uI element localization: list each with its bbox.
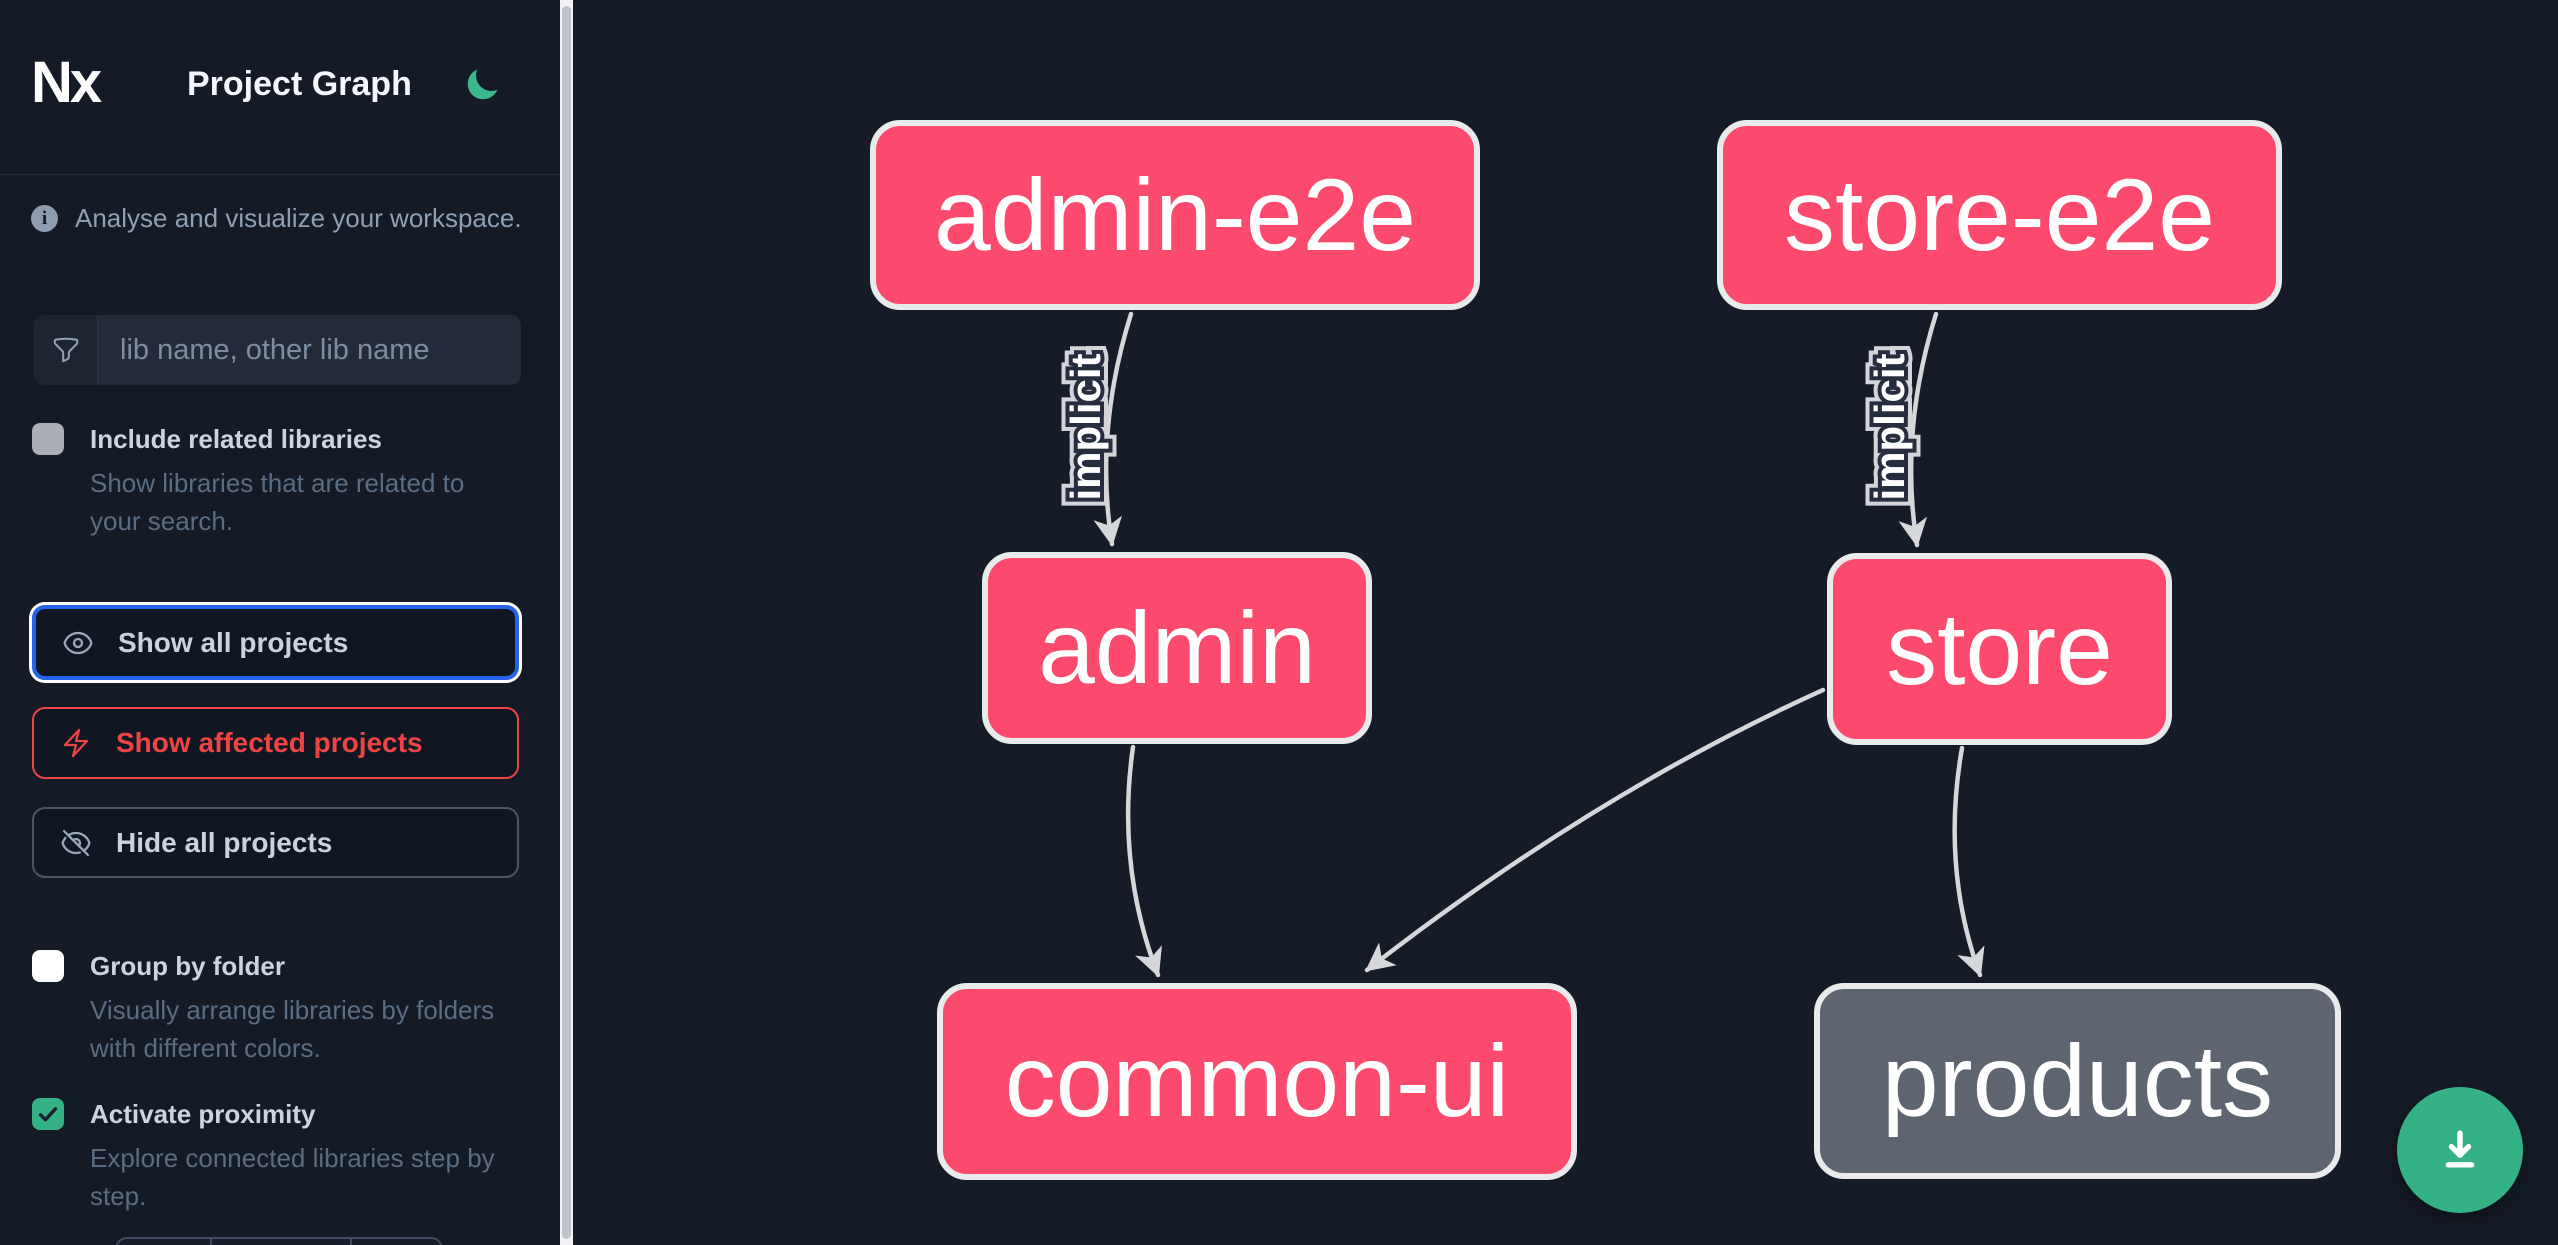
moon-icon [463, 66, 501, 104]
sidebar-scrollbar[interactable] [560, 0, 573, 1245]
edge-store-to-products[interactable] [1952, 745, 1985, 978]
eye-slash-icon [60, 827, 92, 859]
edge-admin-e2e-to-admin[interactable] [1093, 311, 1134, 547]
include-related-description: Show libraries that are related to your … [90, 468, 465, 536]
stepper-divider [350, 1239, 352, 1245]
edge-store-to-common-ui[interactable] [1364, 687, 1826, 973]
activate-proximity-row: Activate proximity Explore connected lib… [32, 1098, 532, 1215]
theme-toggle-button[interactable] [460, 63, 504, 107]
sidebar: Nx Project Graph i Analyse and visualize… [0, 0, 560, 1245]
edge-label-implicit-halo: implicit [1062, 353, 1109, 500]
info-icon: i [31, 205, 58, 232]
funnel-icon [34, 315, 98, 385]
hide-all-projects-button[interactable]: Hide all projects [32, 807, 519, 878]
show-all-projects-label: Show all projects [118, 626, 349, 658]
dependency-edges: implicit implicit implicit implicit [1054, 311, 1985, 978]
download-button[interactable] [2397, 1087, 2523, 1213]
include-related-row: Include related libraries Show libraries… [32, 423, 532, 540]
node-products[interactable]: products [1814, 983, 2341, 1179]
edge-label-implicit: implicit [1062, 353, 1109, 500]
node-admin-e2e[interactable]: admin-e2e [870, 120, 1480, 310]
workspace-tagline: Analyse and visualize your workspace. [75, 203, 522, 233]
hide-all-projects-label: Hide all projects [116, 826, 333, 858]
sidebar-header: Nx Project Graph [0, 0, 560, 175]
eye-icon [62, 627, 94, 659]
page-title: Project Graph [187, 65, 412, 103]
group-by-folder-row: Group by folder Visually arrange librari… [32, 950, 532, 1067]
node-admin[interactable]: admin [982, 552, 1372, 744]
activate-proximity-description: Explore connected libraries step by step… [90, 1143, 495, 1211]
show-affected-projects-button[interactable]: Show affected projects [32, 707, 519, 779]
group-by-folder-label: Group by folder [90, 951, 285, 981]
nx-logo: Nx [31, 50, 102, 115]
group-by-folder-checkbox[interactable] [32, 950, 64, 982]
include-related-checkbox[interactable] [32, 423, 64, 455]
search-input[interactable] [98, 315, 521, 385]
stepper-divider [210, 1239, 212, 1245]
include-related-label: Include related libraries [90, 424, 382, 454]
edge-admin-to-common-ui[interactable] [1125, 744, 1162, 978]
edge-label-implicit: implicit [1866, 353, 1913, 500]
check-icon [36, 1102, 60, 1126]
group-by-folder-description: Visually arrange libraries by folders wi… [90, 995, 495, 1063]
activate-proximity-label: Activate proximity [90, 1099, 316, 1129]
bolt-icon [60, 727, 92, 759]
node-store[interactable]: store [1827, 553, 2172, 745]
search-input-group [34, 315, 521, 385]
show-affected-projects-label: Show affected projects [116, 727, 423, 758]
download-icon [2433, 1123, 2487, 1177]
edge-store-e2e-to-store[interactable] [1898, 311, 1939, 548]
edge-label-implicit-halo: implicit [1866, 353, 1913, 500]
activate-proximity-checkbox[interactable] [32, 1098, 64, 1130]
show-all-projects-button[interactable]: Show all projects [32, 605, 519, 680]
node-common-ui[interactable]: common-ui [937, 983, 1577, 1180]
proximity-depth-stepper[interactable] [115, 1237, 443, 1245]
workspace-tagline-row: i Analyse and visualize your workspace. [31, 203, 531, 234]
node-store-e2e[interactable]: store-e2e [1717, 120, 2282, 310]
sidebar-scrollbar-thumb[interactable] [562, 6, 571, 1239]
